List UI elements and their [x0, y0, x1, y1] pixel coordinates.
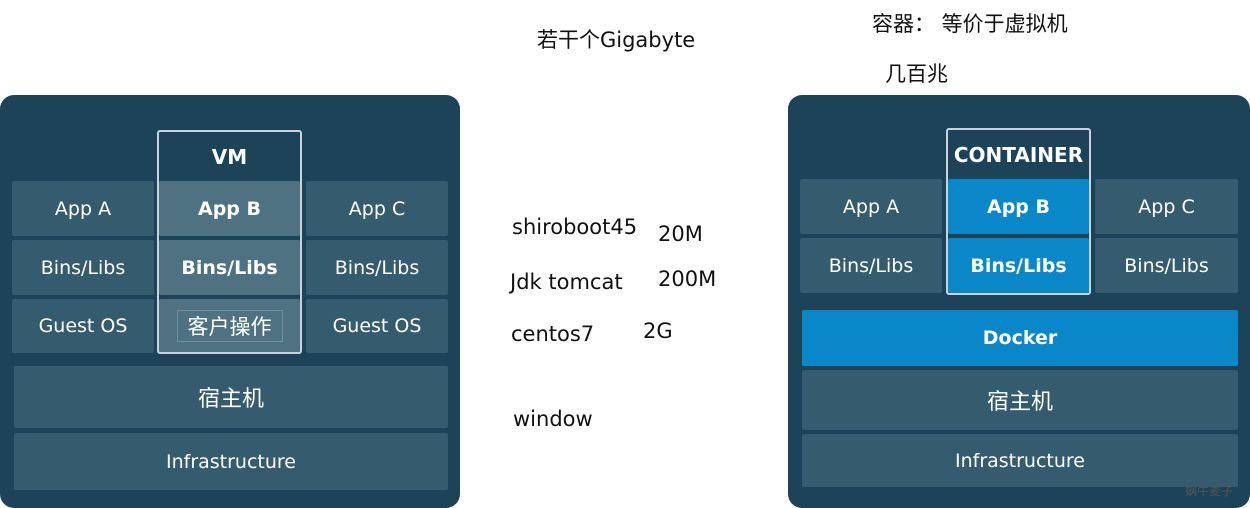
vm-guest-os-a: Guest OS — [12, 299, 154, 353]
container-equiv-note: 容器： 等价于虚拟机 — [872, 12, 1068, 36]
container-app-b: App B — [948, 179, 1089, 234]
vm-infrastructure: Infrastructure — [14, 433, 448, 490]
layer-size-jdk-tomcat: 200M — [658, 267, 717, 291]
gigabyte-note: 若干个Gigabyte — [537, 28, 696, 52]
container-bins-libs-a: Bins/Libs — [800, 238, 942, 293]
container-title: CONTAINER — [953, 143, 1084, 167]
layer-size-shiroboot: 20M — [658, 222, 703, 246]
vm-app-a: App A — [12, 181, 154, 236]
container-bins-libs-b: Bins/Libs — [948, 238, 1089, 293]
vm-app-b: App B — [159, 181, 300, 236]
container-infrastructure: Infrastructure — [802, 434, 1238, 487]
vm-host: 宿主机 — [14, 366, 448, 428]
vm-frame — [157, 130, 302, 354]
watermark: 蜗牛麦子 — [1185, 484, 1234, 498]
vm-guest-os-b-label: 客户操作 — [176, 310, 283, 342]
container-frame — [946, 128, 1091, 295]
container-app-c: App C — [1095, 179, 1238, 234]
container-docker: Docker — [802, 310, 1238, 366]
vm-app-c: App C — [306, 181, 448, 236]
hundreds-mb-note: 几百兆 — [885, 62, 948, 86]
container-host: 宿主机 — [802, 370, 1238, 430]
layer-name-jdk-tomcat: Jdk tomcat — [510, 270, 623, 294]
layer-name-centos7: centos7 — [511, 322, 595, 346]
container-bins-libs-c: Bins/Libs — [1095, 238, 1238, 293]
vm-bins-libs-b: Bins/Libs — [159, 240, 300, 295]
vm-bins-libs-a: Bins/Libs — [12, 240, 154, 295]
vm-bins-libs-c: Bins/Libs — [306, 240, 448, 295]
vm-guest-os-c: Guest OS — [306, 299, 448, 353]
vm-guest-os-b: 客户操作 — [159, 299, 300, 353]
container-app-a: App A — [800, 179, 942, 234]
vm-title: VM — [211, 145, 248, 169]
layer-name-window: window — [513, 407, 593, 431]
layer-name-shiroboot: shiroboot45 — [512, 215, 638, 239]
layer-size-centos7: 2G — [643, 319, 673, 343]
